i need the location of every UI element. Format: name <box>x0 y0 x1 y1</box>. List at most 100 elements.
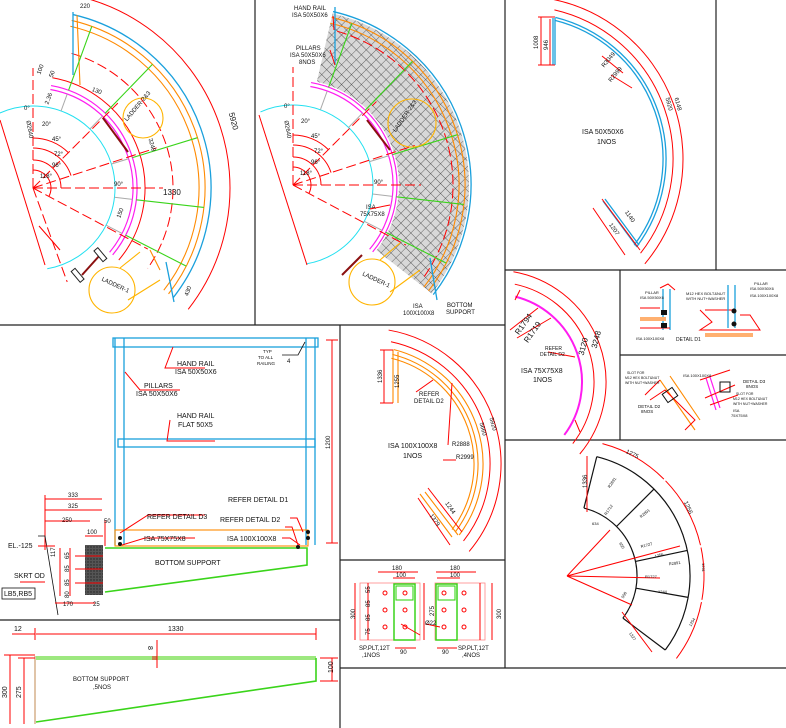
dimension-label: 1140 <box>623 210 636 225</box>
dimension-label: 8 <box>146 646 153 650</box>
arc-line <box>32 159 62 189</box>
dimension-label: ISA 50X50X6 <box>136 391 178 398</box>
dimension-label: 1275 <box>625 449 640 460</box>
dimension-label: 325 <box>68 504 79 510</box>
dimension-label: 20° <box>301 119 311 125</box>
drawing-line <box>104 547 308 593</box>
arc-line <box>676 602 702 659</box>
dimension-label: 72° <box>54 152 64 158</box>
arc-line <box>52 77 146 261</box>
dimension-label: REFER DETAIL D1 <box>228 497 288 504</box>
drawing-line <box>282 341 306 356</box>
dimension-label: SP.PLT,12T <box>359 646 390 652</box>
dimension-label: ISA 50X50X6 <box>290 53 326 59</box>
dimension-label: PILLAR <box>754 281 768 286</box>
dimension-label: BOTTOM SUPPORT <box>155 560 221 567</box>
dimension-label: 96° <box>52 163 62 169</box>
dimension-label: 118° <box>40 174 53 180</box>
dimension-label: 65 <box>65 552 71 559</box>
dimension-label: 96° <box>311 160 321 166</box>
dimension-label: 85 <box>366 600 372 607</box>
drawing-line <box>117 438 316 448</box>
radial-line <box>364 220 383 231</box>
dimension-label: 1NOS <box>597 139 616 146</box>
dimension-label: 1327 <box>628 631 638 642</box>
dimension-label: 5920 <box>227 111 240 131</box>
dimension-label: 6148 <box>673 97 682 112</box>
drawing-line <box>379 242 421 293</box>
ladder-2-3-symbol <box>102 97 164 153</box>
drawing-line <box>112 337 319 348</box>
arc-line <box>583 507 638 619</box>
drawing-line <box>348 258 396 306</box>
dimension-label: 45° <box>52 137 62 143</box>
dimension-label: 1200 <box>326 435 332 449</box>
dimension-label: 1NOS <box>403 453 422 460</box>
dimension-label: 1336 <box>583 474 589 488</box>
arc-line <box>50 88 134 253</box>
drawing-line <box>661 386 679 404</box>
drawing-line <box>640 283 761 331</box>
dimension-label: PILLARS <box>144 383 173 390</box>
dimension-label: ISA 100X100X8 <box>636 336 665 341</box>
dimension-label: ,1NOS <box>362 653 380 659</box>
drawing-line <box>38 225 61 251</box>
dimension-label: 1330 <box>163 188 181 197</box>
dimension-label: BOTTOM SUPPORT <box>73 677 129 683</box>
dimension-label: REFER DETAIL D2 <box>220 517 280 524</box>
dimension-label: LADDER-1 <box>100 277 130 295</box>
dimension-label: PILLARS <box>296 46 321 52</box>
drawing-line <box>382 607 388 613</box>
drawing-line <box>119 251 161 301</box>
dimension-label: 90° <box>114 182 124 188</box>
drawing-line <box>118 536 122 540</box>
radial-line <box>32 147 157 189</box>
arc-line <box>32 137 69 153</box>
drawing-line <box>538 16 641 256</box>
dimension-label: 100 <box>396 573 407 579</box>
angle-marks <box>0 68 163 283</box>
dimension-label: 100 <box>328 661 335 673</box>
drawing-line <box>124 346 215 442</box>
arc-line <box>50 84 138 256</box>
dimension-label: 275 <box>430 605 436 616</box>
dimension-label: 1255 <box>395 374 401 388</box>
dimension-label: R1712 <box>603 503 614 516</box>
drawing-line <box>332 15 335 31</box>
dimension-label: ISA 50X50X6 <box>292 13 328 19</box>
dimension-label: 430 <box>184 285 193 297</box>
drawing-line <box>20 545 103 604</box>
dimension-label: RAILING <box>257 361 276 366</box>
drawing-line <box>402 607 408 613</box>
arc-line <box>71 52 174 269</box>
handrail-part-drawing: 1008 946 R3049 R2999 6148 5920 1140 1207… <box>534 0 684 265</box>
radial-line <box>125 234 187 267</box>
drawing-line <box>81 254 101 276</box>
drawing-line <box>441 590 447 596</box>
dimension-label: 3248 <box>147 138 156 153</box>
arc-line <box>72 13 212 298</box>
radial-line <box>68 26 93 91</box>
dimension-label: R1727 <box>645 574 658 579</box>
dimension-label: PILLAR <box>645 290 659 295</box>
arc-line <box>596 456 691 651</box>
drawing-line <box>258 114 308 266</box>
dimension-label: 1244 <box>658 589 668 594</box>
radial-line <box>114 196 133 200</box>
arc-line <box>390 341 491 542</box>
arc-line <box>515 295 583 436</box>
radial-line <box>292 184 407 246</box>
arc-line <box>554 9 674 254</box>
dimension-label: 1336 <box>378 369 384 383</box>
pillar-spokes <box>60 26 204 267</box>
dimension-label: 1379 <box>428 513 441 528</box>
dimension-label: REFER <box>419 392 440 398</box>
dimension-label: REFER <box>545 346 562 352</box>
dimension-label: 75 <box>366 628 372 635</box>
dimension-label: HAND RAIL <box>177 361 214 368</box>
dimension-label: R2891 <box>639 507 652 519</box>
dimension-label: ISA <box>366 205 376 211</box>
radial-line <box>292 101 377 186</box>
dimension-label: DETAIL D2 <box>414 399 444 405</box>
